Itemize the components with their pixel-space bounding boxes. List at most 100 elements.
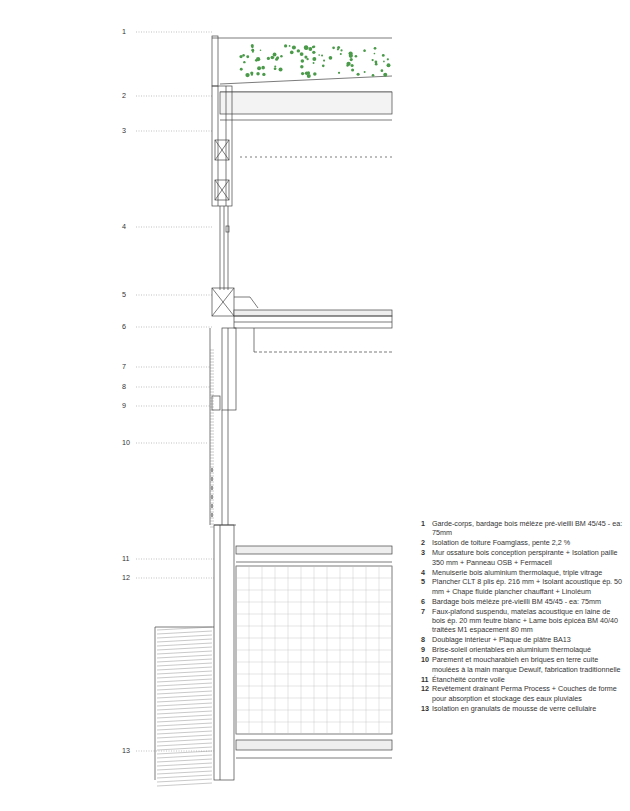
- brick-course: [210, 440, 214, 441]
- moucharabieh-gap: [211, 468, 213, 472]
- callout-number: 3: [122, 126, 126, 135]
- ground-hatch: [157, 647, 212, 650]
- green-roof-plant: [304, 46, 308, 50]
- brick-course: [210, 398, 214, 399]
- brick-course: [210, 464, 214, 465]
- ground-hatch: [157, 755, 212, 758]
- ground-hatch: [157, 639, 212, 642]
- callout-number: 10: [122, 438, 130, 447]
- green-roof-plant: [350, 58, 353, 61]
- brick-course: [210, 518, 214, 519]
- ground-hatch: [157, 675, 212, 678]
- callout-number: 2: [122, 91, 126, 100]
- green-roof-plant: [256, 72, 259, 75]
- legend-number: 9: [421, 645, 425, 654]
- green-roof-plant: [349, 54, 353, 58]
- brick-course: [210, 473, 214, 474]
- brick-course: [210, 521, 214, 522]
- gravel-grid: [236, 662, 392, 663]
- legend-text: Plancher CLT 8 plis ép. 216 mm + Isolant…: [432, 577, 624, 596]
- brick-course: [210, 410, 214, 411]
- ground-hatch: [157, 707, 212, 710]
- legend-number: 5: [421, 577, 425, 586]
- green-roof-plant: [382, 54, 385, 57]
- green-roof-plant: [273, 57, 275, 59]
- green-roof-plant: [304, 56, 307, 59]
- ground-hatch: [157, 723, 212, 726]
- green-roof-plant: [383, 61, 385, 63]
- brick-course: [210, 359, 214, 360]
- green-roof-plant: [321, 55, 323, 57]
- ground-hatch: [157, 663, 212, 666]
- legend-number: 3: [421, 548, 425, 557]
- green-roof-plant: [274, 67, 276, 69]
- brick-course: [210, 467, 214, 468]
- green-roof-plant: [245, 73, 249, 77]
- brick-course: [210, 491, 214, 492]
- green-roof-plant: [305, 71, 309, 75]
- legend-text: Doublage intérieur + Plaque de plâtre BA…: [432, 635, 624, 644]
- legend-number: 12: [421, 684, 429, 693]
- green-roof-plant: [346, 62, 350, 66]
- green-roof-plant: [375, 63, 378, 66]
- brick-course: [210, 449, 214, 450]
- green-roof-plant: [313, 62, 315, 64]
- callout-number: 12: [122, 573, 130, 582]
- ground-hatch: [157, 679, 212, 682]
- brick-course: [210, 500, 214, 501]
- green-roof-plant: [256, 57, 260, 61]
- green-roof-plant: [239, 55, 242, 58]
- brick-course: [210, 458, 214, 459]
- green-roof-plant: [251, 74, 253, 76]
- brick-course: [210, 395, 214, 396]
- legend-number: 7: [421, 607, 425, 616]
- ground-hatch: [157, 687, 212, 690]
- green-roof-plant: [374, 47, 377, 50]
- gravel-grid: [236, 722, 392, 723]
- ground-hatch: [157, 743, 212, 746]
- green-roof-plant: [318, 54, 320, 56]
- green-roof-plant: [337, 48, 339, 50]
- ground-hatch: [157, 699, 212, 702]
- green-roof-plant: [374, 53, 376, 55]
- ground-hatch: [157, 739, 212, 742]
- legend-text: Étanchéité contre voile: [432, 675, 624, 684]
- green-roof-plant: [312, 51, 315, 54]
- legend-number: 4: [421, 568, 425, 577]
- green-roof-plant: [381, 69, 384, 72]
- brick-course: [210, 494, 214, 495]
- brick-course: [210, 377, 214, 378]
- brick-course: [210, 461, 214, 462]
- green-roof-plant: [388, 65, 390, 67]
- green-roof-plant: [246, 55, 249, 58]
- green-roof-plant: [308, 47, 312, 51]
- brick-course: [210, 419, 214, 420]
- ground-hatch: [157, 767, 212, 770]
- ground-hatch: [157, 627, 212, 630]
- brick-course: [210, 371, 214, 372]
- green-roof-plant: [280, 55, 282, 57]
- brick-course: [210, 365, 214, 366]
- legend-number: 10: [421, 655, 429, 664]
- gravel-grid: [236, 602, 392, 603]
- callout-number: 11: [122, 554, 129, 563]
- callout-number: 8: [122, 382, 126, 391]
- gravel-grid: [236, 566, 392, 567]
- ground-hatch: [157, 751, 212, 754]
- brick-course: [210, 392, 214, 393]
- brick-course: [210, 431, 214, 432]
- legend-text: Brise-soleil orientables en aluminium th…: [432, 645, 624, 654]
- green-roof-plant: [383, 73, 387, 77]
- brick-course: [210, 485, 214, 486]
- moucharabieh-gap: [211, 495, 213, 499]
- green-roof-plant: [257, 66, 261, 70]
- brick-course: [210, 386, 214, 387]
- green-roof-plant: [351, 69, 354, 72]
- ground-hatch: [157, 775, 212, 778]
- green-roof-plant: [313, 45, 315, 47]
- ground-hatch: [157, 631, 212, 634]
- green-roof-plant: [304, 45, 308, 49]
- ground-hatch: [157, 635, 212, 638]
- green-roof-plant: [275, 68, 277, 70]
- callout-number: 1: [122, 27, 126, 36]
